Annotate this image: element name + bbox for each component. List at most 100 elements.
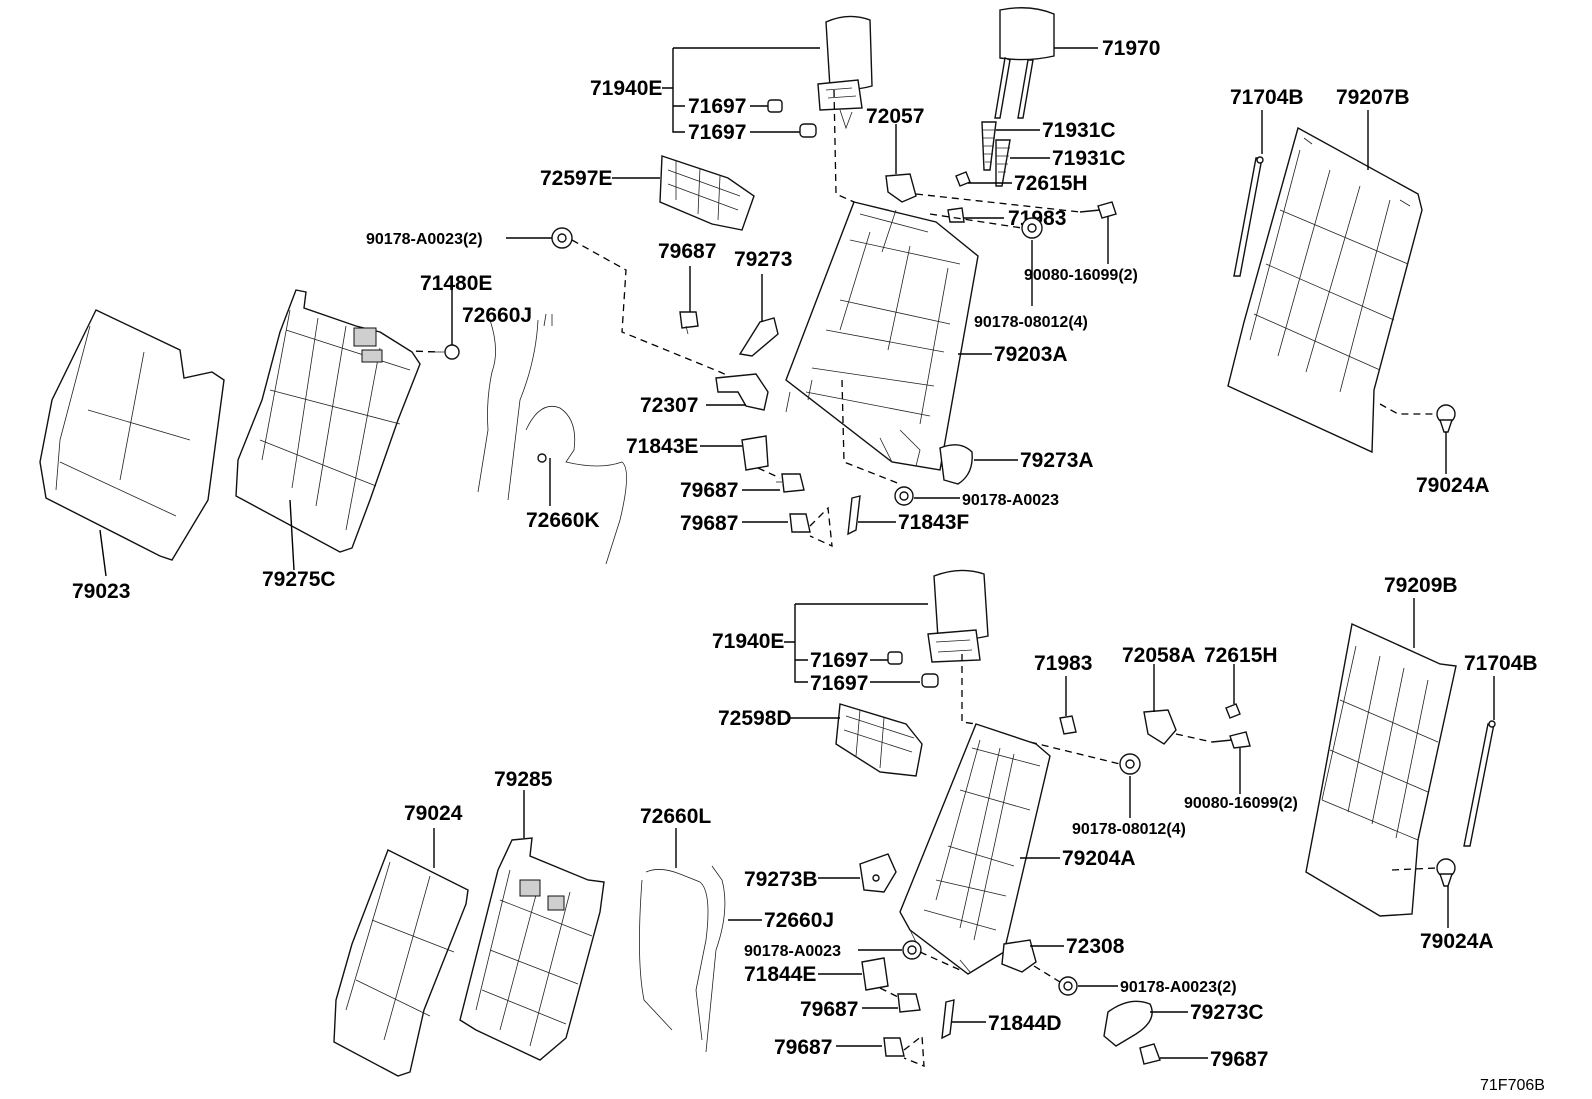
label-90178-a0023-2-upper: 90178-A0023(2) <box>366 231 483 248</box>
bolt-lower-icon <box>1211 731 1251 749</box>
label-90178-08012-upper: 90178-08012(4) <box>974 314 1088 331</box>
label-90080-16099-lower: 90080-16099(2) <box>1184 795 1298 812</box>
clip-79687-a-icon <box>679 311 699 335</box>
nut-a0023-lower-icon <box>902 940 922 960</box>
label-71844e: 71844E <box>744 963 816 986</box>
clip-79687-b-icon <box>776 473 805 493</box>
lower-assembly: 71940E 71697 71697 71983 72058A 72615H 7… <box>333 569 1538 1077</box>
label-71940e-lower: 71940E <box>712 630 784 653</box>
fastener-71983-icon <box>947 207 965 223</box>
clip-79687-c-icon <box>789 513 811 533</box>
cable-72660j-upper <box>477 313 553 501</box>
strip-71704b-lower <box>1463 720 1496 847</box>
label-90080-16099-upper: 90080-16099(2) <box>1024 267 1138 284</box>
label-90178-a0023-lower: 90178-A0023 <box>744 943 841 960</box>
cap-79273c-icon <box>1103 1000 1153 1047</box>
headrest-71970 <box>994 7 1055 119</box>
guide-lower-icon <box>887 651 939 688</box>
label-71704b-upper: 71704B <box>1230 86 1304 109</box>
label-79024a-lower: 79024A <box>1420 930 1494 953</box>
frame-79203a <box>785 201 979 471</box>
label-72660j-lower: 72660J <box>764 909 834 932</box>
label-72058a: 72058A <box>1122 644 1196 667</box>
label-71704b-lower: 71704B <box>1464 652 1538 675</box>
label-79275c: 79275C <box>262 568 336 591</box>
back-board-79285 <box>459 837 605 1061</box>
cover-72597e <box>659 155 755 231</box>
label-79273-upper: 79273 <box>734 248 792 271</box>
clip-79687-lower-b-icon <box>883 1037 905 1057</box>
fastener-71983-lower-icon <box>1059 715 1077 735</box>
label-72615h-lower: 72615H <box>1204 644 1278 667</box>
label-71931c-2: 71931C <box>1052 147 1126 170</box>
label-71697-lower-1: 71697 <box>810 649 868 672</box>
nut-left-icon <box>551 227 573 249</box>
cover-71843e-icon <box>741 435 769 471</box>
label-79273a: 79273A <box>1020 449 1094 472</box>
label-79207b: 79207B <box>1336 86 1410 109</box>
strip-71704b-upper <box>1233 156 1264 277</box>
label-79687-upper-c: 79687 <box>680 512 738 535</box>
label-72308: 72308 <box>1066 935 1125 958</box>
support-71931c-icon <box>981 121 1011 187</box>
board-79209b <box>1305 622 1457 917</box>
label-79285: 79285 <box>494 768 553 791</box>
cover-72598d <box>835 703 923 777</box>
label-90178-a0023-2-lower: 90178-A0023(2) <box>1120 979 1237 996</box>
cover-79273-icon <box>738 317 779 357</box>
label-72660l: 72660L <box>640 805 711 828</box>
label-79023: 79023 <box>72 580 130 603</box>
seat-cover-79023 <box>39 309 225 561</box>
label-79204a: 79204A <box>1062 847 1136 870</box>
nut-a0023-upper-icon <box>894 486 914 506</box>
nut-08012-lower-icon <box>1119 753 1141 775</box>
clip-79687-lower-a-icon <box>897 993 921 1013</box>
cover-71844d-icon <box>941 999 955 1040</box>
label-72597e: 72597E <box>540 167 612 190</box>
label-71843f: 71843F <box>898 511 969 534</box>
clip-79687-lower-c-icon <box>1139 1043 1161 1065</box>
label-79687-lower-b: 79687 <box>774 1036 832 1059</box>
label-79203a: 79203A <box>994 343 1068 366</box>
label-71931c-1: 71931C <box>1042 119 1116 142</box>
label-72057: 72057 <box>866 105 924 128</box>
hinge-72308-icon <box>1001 939 1037 973</box>
cover-71843f-icon <box>847 495 861 536</box>
label-71697-lower-2: 71697 <box>810 672 868 695</box>
label-79209b: 79209B <box>1384 574 1458 597</box>
clip-72615h-icon <box>955 171 971 187</box>
label-72660j-upper: 72660J <box>462 304 532 327</box>
label-71970: 71970 <box>1102 37 1160 60</box>
headrest-71940e-upper <box>817 15 873 130</box>
cover-79273b-icon <box>859 853 897 893</box>
label-71697-upper-2: 71697 <box>688 121 746 144</box>
label-79024: 79024 <box>404 802 463 825</box>
diagram-code: 71F706B <box>1480 1077 1545 1094</box>
cover-71844e-icon <box>861 957 889 991</box>
label-79024a-upper: 79024A <box>1416 474 1490 497</box>
label-79273b: 79273B <box>744 868 818 891</box>
lock-72057-icon <box>885 173 917 203</box>
back-board-79275c <box>235 289 421 553</box>
label-79687-upper-a: 79687 <box>658 240 716 263</box>
cable-72660l <box>639 865 726 1053</box>
seat-cover-79024 <box>333 849 469 1077</box>
label-71983-lower: 71983 <box>1034 652 1092 675</box>
nut-a0023-2-lower-icon <box>1058 976 1078 996</box>
label-71697-upper-1: 71697 <box>688 95 746 118</box>
frame-79204a <box>899 723 1051 975</box>
clip-79024a-upper-icon <box>1436 404 1456 433</box>
board-79207b <box>1227 126 1423 454</box>
lock-72058a-icon <box>1143 709 1177 745</box>
label-71843e: 71843E <box>626 435 698 458</box>
clip-79024a-lower-icon <box>1436 858 1456 887</box>
hinge-72307-icon <box>715 373 769 411</box>
label-72598d: 72598D <box>718 707 792 730</box>
label-79273c: 79273C <box>1190 1001 1264 1024</box>
clip-72615h-lower-icon <box>1225 703 1241 719</box>
label-72660k: 72660K <box>526 509 600 532</box>
label-72615h-upper: 72615H <box>1014 172 1088 195</box>
nut-08012-icon <box>1021 217 1043 239</box>
label-90178-08012-lower: 90178-08012(4) <box>1072 821 1186 838</box>
